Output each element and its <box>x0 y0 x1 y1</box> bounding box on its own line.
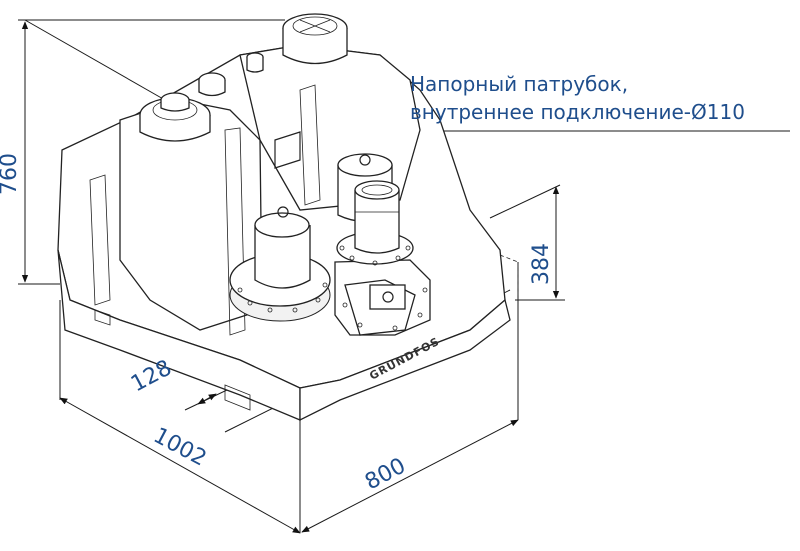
top-inlets <box>139 13 348 142</box>
dim-outlet-384: 384 <box>529 243 554 285</box>
pump-left <box>229 206 331 322</box>
pump-right <box>334 153 431 336</box>
outlet-annotation-line2: внутреннее подключение-Ø110 <box>410 100 745 124</box>
outlet-annotation-line1: Напорный патрубок, <box>410 72 629 96</box>
outlet-annotation: Напорный патрубок, внутреннее подключени… <box>410 70 745 126</box>
dim-length-1002: 1002 <box>149 423 210 471</box>
dim-height-760: 760 <box>0 153 22 195</box>
